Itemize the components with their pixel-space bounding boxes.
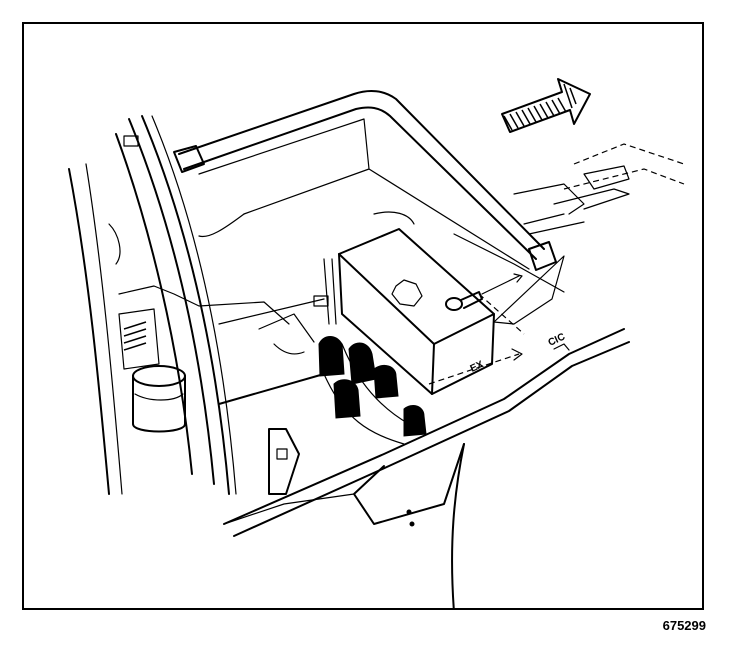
clip-callout-ex: EX xyxy=(469,359,486,375)
forward-arrow-icon xyxy=(501,78,591,133)
floor-panel xyxy=(218,328,630,608)
clip-callout-cic: CIC xyxy=(547,331,567,348)
speaker-housing xyxy=(108,223,186,433)
figure-number: 675299 xyxy=(662,618,706,633)
vehicle-interior-illustration: EX CIC xyxy=(68,78,685,608)
control-module xyxy=(313,228,495,395)
illustration-frame: EX CIC xyxy=(22,22,704,610)
storage-compartment xyxy=(118,90,557,325)
wiring-harness xyxy=(258,313,427,445)
push-pin-retainer-icon xyxy=(445,273,523,311)
seat-back-outline xyxy=(513,143,685,235)
